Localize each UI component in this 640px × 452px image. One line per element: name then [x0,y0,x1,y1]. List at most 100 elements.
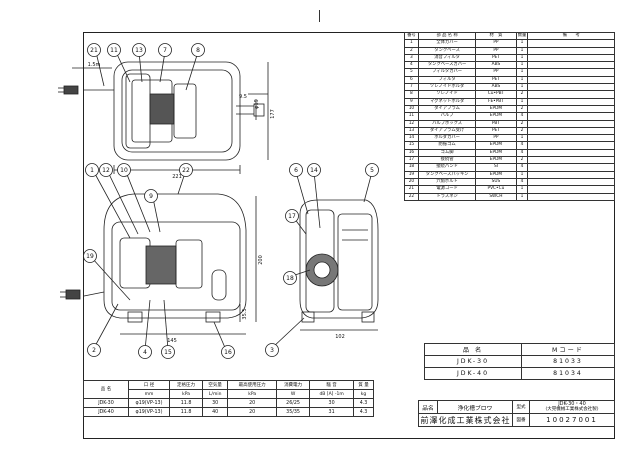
spec-header-model: 品 名 [83,380,129,399]
spec-unit-port: mm [128,389,170,399]
spec-port: φ19(VP-13) [128,407,170,417]
part-material: PP [475,134,517,143]
dim-port-dia: φ19 [254,99,260,109]
part-material: EPDM [475,170,517,179]
spec-max-pressure: 20 [227,398,278,408]
part-no: 15 [404,141,419,150]
part-name: タンクベースパッキン [417,170,477,179]
callout-circle [265,343,279,357]
part-qty: 1 [515,61,529,70]
callout-label: 2 [92,347,96,354]
part-qty: 1 [515,75,529,85]
part-remarks [527,185,615,194]
part-name: ダイアフラム受け [417,126,477,136]
top-view [58,51,269,174]
callout-label: 12 [102,167,110,174]
part-qty: 2 [515,90,529,99]
part-qty: 4 [515,141,529,150]
part-no: 18 [404,163,419,172]
part-qty: 2 [515,126,529,136]
part-name: フィルタ [417,75,477,85]
part-material: PET [475,126,517,136]
callout-label: 8 [196,47,200,54]
part-name: タンクベースカバー [417,61,477,70]
spec-header-airflow: 空気量 [202,380,229,390]
part-no: 16 [404,148,419,158]
callout-circle [83,249,97,263]
callout-label: 11 [110,47,118,54]
part-remarks [527,75,615,85]
part-name: ソレノイドホルダ [417,83,477,92]
title-type-value: JDK-30・40 [558,401,586,407]
callout-circle [161,345,175,359]
part-remarks [527,83,615,92]
spec-noise: 31 [309,407,355,417]
part-qty: 4 [515,148,529,158]
part-remarks [527,119,615,128]
dim-cord: 1.5m [88,62,101,68]
spec-unit-pressure: kPa [168,389,204,399]
part-material: PP [475,68,517,77]
part-remarks [527,53,615,63]
part-remarks [527,104,615,114]
dim-outlet: 9.5 [239,94,247,100]
part-name: タンクベース [417,46,477,55]
spec-table: 品 名 口 径 定格圧力 空気量 最高使用圧力 消費電力 騒 音 質 量 mm … [83,380,374,417]
spec-max-pressure: 20 [227,407,278,417]
callout-circle [87,43,101,57]
spec-weight: 4.3 [353,398,374,408]
spec-unit-max-pressure: kPa [227,389,278,399]
part-qty: 4 [515,163,529,172]
part-material: SI [475,163,517,172]
part-qty: 1 [515,185,529,194]
part-name: ダイアフラム [417,104,477,114]
part-qty: 1 [515,83,529,92]
spec-header-max-pressure: 最高使用圧力 [227,380,278,390]
part-qty: 2 [515,104,529,114]
spec-airflow: 40 [202,407,229,417]
spec-pressure: 11.8 [168,407,204,417]
part-name: 防振ゴム [417,141,477,150]
part-remarks [527,46,615,55]
part-remarks [527,141,615,150]
part-no: 14 [404,134,419,143]
callout-label: 22 [182,167,190,174]
part-remarks [527,112,615,121]
callout-label: 3 [270,347,274,354]
part-qty: 4 [515,177,529,187]
part-material: PET [475,53,517,63]
callout-label: 14 [310,167,318,174]
model-header-row: 品 名 Mコード [424,343,615,356]
part-material: SWCH [475,192,517,201]
part-material: PP [475,39,517,48]
part-remarks [527,90,615,99]
spec-model: JDK-30 [83,398,129,408]
callout-circle [307,163,321,177]
part-material: SUS [475,177,517,187]
part-name: フィルタカバー [417,68,477,77]
spec-port: φ19(VP-13) [128,398,170,408]
part-remarks [527,68,615,77]
part-name: トラスネジ [417,192,477,201]
callout-circle [191,43,205,57]
part-qty: 1 [515,134,529,143]
part-no: 17 [404,156,419,165]
callout-label: 1 [90,167,94,174]
title-name-value: 浄化槽ブロワ [437,400,513,414]
part-name: 接続パンド [417,163,477,172]
callout-circle [283,271,297,285]
part-name: バルブ [417,112,477,121]
callout-label: 5 [370,167,374,174]
model-code: 81033 [521,355,615,368]
part-no: 13 [404,126,419,136]
